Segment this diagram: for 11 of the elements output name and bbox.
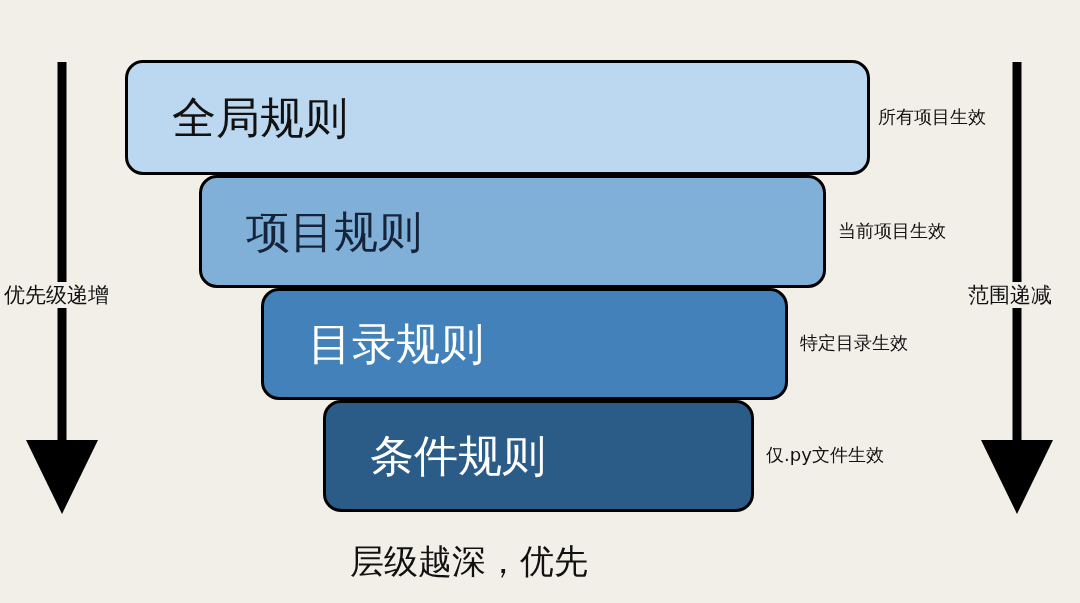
side-label: 范围递减 [966,282,1054,308]
rule-title: 条件规则 [370,434,546,478]
scope-note: 仅.py文件生效 [766,446,884,464]
scope-note: 当前项目生效 [838,221,946,240]
rule-title: 项目规则 [246,209,422,254]
rule-title: 目录规则 [308,322,484,366]
footer-note: 层级越深，优先 [350,544,588,578]
scope-note: 特定目录生效 [800,334,908,352]
side-label: 优先级递增 [2,282,111,308]
rule-title: 全局规则 [172,95,348,140]
scope-note: 所有项目生效 [878,107,986,126]
